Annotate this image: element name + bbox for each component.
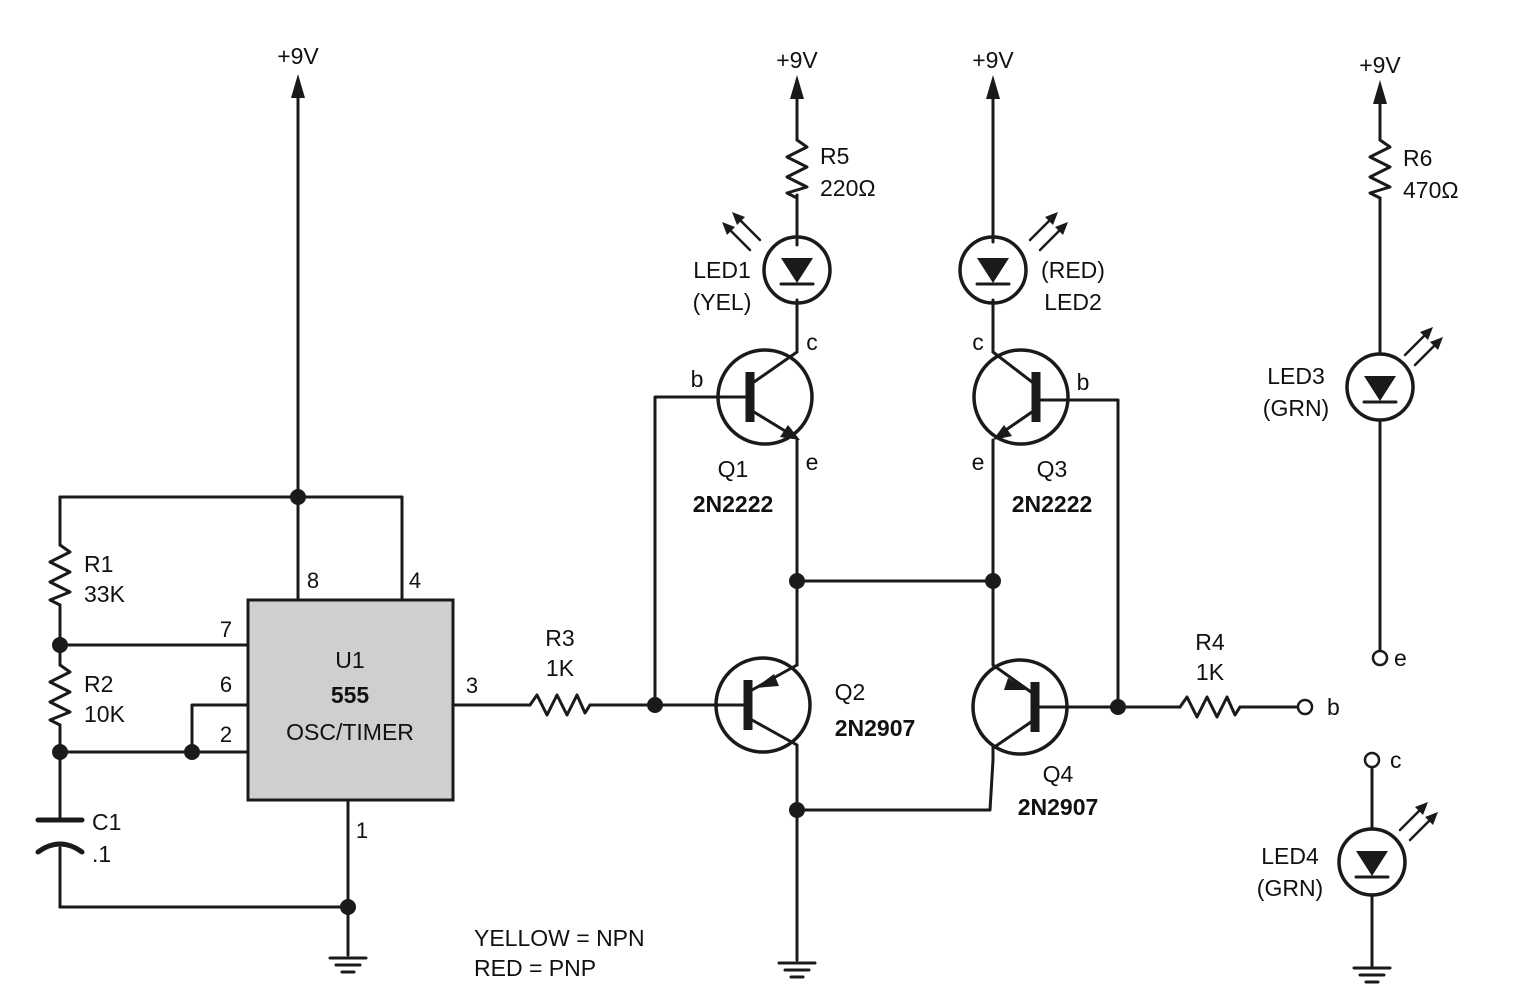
q2-part: 2N2907 <box>835 715 916 741</box>
terminal-b-label: b <box>1327 694 1340 720</box>
led3-color: (GRN) <box>1263 395 1329 421</box>
r4-ref: R4 <box>1195 629 1225 655</box>
junction-dot <box>340 899 356 915</box>
r2-value: 10K <box>84 701 126 727</box>
q4-ref: Q4 <box>1043 761 1074 787</box>
r1-resistor <box>48 543 72 607</box>
supply-led3: +9V <box>1359 52 1401 142</box>
supply-q1: +9V <box>776 47 818 142</box>
q1-c: c <box>806 329 818 355</box>
junction-dot <box>1110 699 1126 715</box>
led2-symbol <box>958 212 1068 305</box>
u1-pin-3: 3 <box>466 673 478 698</box>
junction-dot <box>789 802 805 818</box>
q3-c: c <box>972 329 984 355</box>
supply-label: +9V <box>277 43 319 69</box>
q3-part: 2N2222 <box>1012 491 1093 517</box>
junction-dot <box>184 744 200 760</box>
supply-label: +9V <box>776 47 818 73</box>
c1-ref: C1 <box>92 809 121 835</box>
supply-u1: +9V <box>277 43 319 502</box>
led2-color: (RED) <box>1041 257 1105 283</box>
junction-dot <box>789 573 805 589</box>
supply-q3: +9V <box>972 47 1014 244</box>
r5-value: 220Ω <box>820 175 876 201</box>
q3-b: b <box>1077 369 1090 395</box>
u1-pin-2: 2 <box>220 722 232 747</box>
q2-transistor <box>714 656 812 754</box>
junction-dot <box>52 744 68 760</box>
r3-resistor <box>528 693 592 717</box>
led4-color: (GRN) <box>1257 875 1323 901</box>
r2-ref: R2 <box>84 671 113 697</box>
ground-symbol <box>777 961 817 979</box>
junction-dot <box>985 573 1001 589</box>
u1-part: 555 <box>331 682 370 708</box>
led1-symbol <box>722 212 832 305</box>
r3-ref: R3 <box>545 625 574 651</box>
bridge-wires <box>653 193 1300 962</box>
led1-color: (YEL) <box>693 289 752 315</box>
q3-e: e <box>972 449 985 475</box>
u1-pin-8: 8 <box>307 568 319 593</box>
led4-ref: LED4 <box>1261 843 1319 869</box>
c1-value: .1 <box>92 841 111 867</box>
q2-ref: Q2 <box>835 679 866 705</box>
q3-transistor <box>972 348 1070 446</box>
terminal-c-label: c <box>1390 747 1402 773</box>
q1-b: b <box>691 366 704 392</box>
q1-part: 2N2222 <box>693 491 774 517</box>
terminal-e <box>1371 649 1389 667</box>
c1-capacitor <box>35 817 85 855</box>
led1-ref: LED1 <box>693 257 751 283</box>
terminal-e-label: e <box>1394 645 1407 671</box>
r6-resistor <box>1368 138 1392 200</box>
u1-chip <box>246 598 455 802</box>
u1-pin-1: 1 <box>356 818 368 843</box>
q1-e: e <box>806 449 819 475</box>
junction-dot <box>290 489 306 505</box>
terminal-c <box>1363 751 1381 769</box>
q4-part: 2N2907 <box>1018 794 1099 820</box>
r5-resistor <box>785 138 809 200</box>
u1-ref: U1 <box>335 647 364 673</box>
ground-symbol <box>328 956 368 974</box>
led2-ref: LED2 <box>1044 289 1102 315</box>
r5-ref: R5 <box>820 143 849 169</box>
u1-desc: OSC/TIMER <box>286 719 414 745</box>
q3-ref: Q3 <box>1037 456 1068 482</box>
led3-symbol <box>1345 327 1443 422</box>
legend-pnp: RED = PNP <box>474 955 596 981</box>
terminal-b <box>1296 698 1314 716</box>
q1-ref: Q1 <box>718 456 749 482</box>
r3-value: 1K <box>546 655 575 681</box>
q4-transistor <box>971 658 1069 756</box>
r2-resistor <box>48 663 72 727</box>
supply-label: +9V <box>972 47 1014 73</box>
supply-label: +9V <box>1359 52 1401 78</box>
r1-ref: R1 <box>84 551 113 577</box>
r1-value: 33K <box>84 581 126 607</box>
u1-pin-7: 7 <box>220 617 232 642</box>
u1-pin-6: 6 <box>220 672 232 697</box>
r4-value: 1K <box>1196 659 1225 685</box>
legend-npn: YELLOW = NPN <box>474 925 645 951</box>
led4-symbol <box>1337 766 1438 970</box>
r6-ref: R6 <box>1403 145 1432 171</box>
q1-transistor <box>716 348 814 446</box>
u1-pin-4: 4 <box>409 568 421 593</box>
ground-symbol <box>1352 966 1392 984</box>
r4-resistor <box>1178 695 1242 719</box>
led3-ref: LED3 <box>1267 363 1325 389</box>
r6-value: 470Ω <box>1403 177 1459 203</box>
junction-dot <box>52 637 68 653</box>
